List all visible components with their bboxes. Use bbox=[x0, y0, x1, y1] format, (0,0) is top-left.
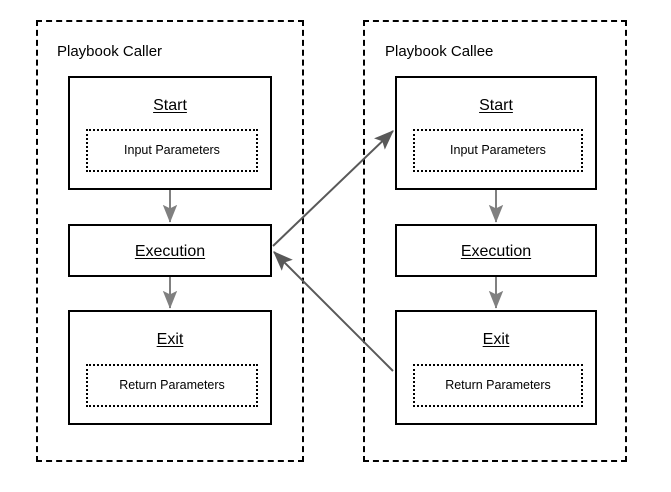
param-box-caller-start-input: Input Parameters bbox=[86, 129, 258, 172]
node-title-caller-start: Start bbox=[153, 97, 187, 114]
node-callee-execution[interactable]: Execution bbox=[395, 224, 597, 277]
node-title-caller-exit: Exit bbox=[156, 331, 184, 348]
node-caller-execution[interactable]: Execution bbox=[68, 224, 272, 277]
lane-title-caller: Playbook Caller bbox=[57, 43, 163, 60]
param-label-caller-start-input: Input Parameters bbox=[124, 143, 220, 158]
node-caller-exit[interactable]: Exit Return Parameters bbox=[68, 310, 272, 425]
lane-title-callee: Playbook Callee bbox=[385, 43, 494, 60]
param-box-callee-start-input: Input Parameters bbox=[413, 129, 583, 172]
node-caller-start[interactable]: Start Input Parameters bbox=[68, 76, 272, 190]
node-title-callee-exit: Exit bbox=[482, 331, 510, 348]
node-title-callee-execution: Execution bbox=[460, 243, 532, 260]
param-label-callee-exit-return: Return Parameters bbox=[445, 378, 551, 393]
node-title-caller-execution: Execution bbox=[134, 243, 206, 260]
param-label-callee-start-input: Input Parameters bbox=[450, 143, 546, 158]
node-callee-exit[interactable]: Exit Return Parameters bbox=[395, 310, 597, 425]
node-title-callee-start: Start bbox=[479, 97, 513, 114]
param-box-callee-exit-return: Return Parameters bbox=[413, 364, 583, 407]
param-box-caller-exit-return: Return Parameters bbox=[86, 364, 258, 407]
param-label-caller-exit-return: Return Parameters bbox=[119, 378, 225, 393]
node-callee-start[interactable]: Start Input Parameters bbox=[395, 76, 597, 190]
